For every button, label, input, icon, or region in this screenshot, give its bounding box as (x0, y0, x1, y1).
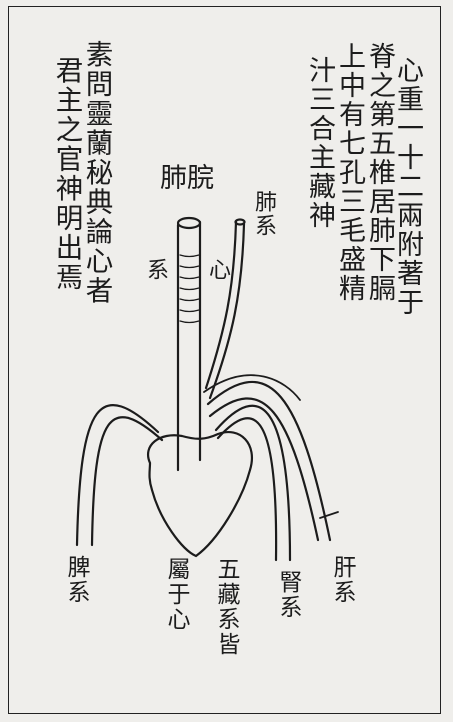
liver-system-vessel (206, 380, 332, 542)
label-heart-system: 系 (143, 258, 168, 282)
label-five-organs: 五藏系皆 (213, 557, 239, 657)
label-kidney-system: 腎系 (275, 570, 301, 620)
heart-shape (147, 431, 253, 558)
label-throat: 肺脘 (160, 163, 214, 194)
left-text-line-2: 君主之官神明出焉 (50, 56, 83, 292)
label-heart: 心 (205, 258, 230, 282)
left-text-line-1: 素問靈蘭秘典論心者 (80, 40, 113, 306)
lung-system-vessel (204, 220, 238, 390)
label-belongs-to-heart: 屬于心 (163, 557, 189, 632)
label-spleen-system: 脾系 (63, 555, 89, 605)
border-frame (8, 6, 441, 714)
throat-opening (176, 216, 202, 230)
kidney-system-vessel (214, 404, 292, 562)
right-text-line-1: 心重一十二兩附著于 (392, 56, 423, 317)
spleen-system-vessel (75, 403, 160, 547)
label-lung-system: 肺系 (251, 190, 276, 238)
right-text-line-2: 脊之第五椎居肺下膈 (364, 42, 395, 303)
label-liver-system: 肝系 (329, 555, 355, 605)
right-text-line-4: 汁三合主藏神 (304, 56, 335, 230)
right-text-line-3: 上中有七孔三毛盛精 (334, 42, 365, 303)
